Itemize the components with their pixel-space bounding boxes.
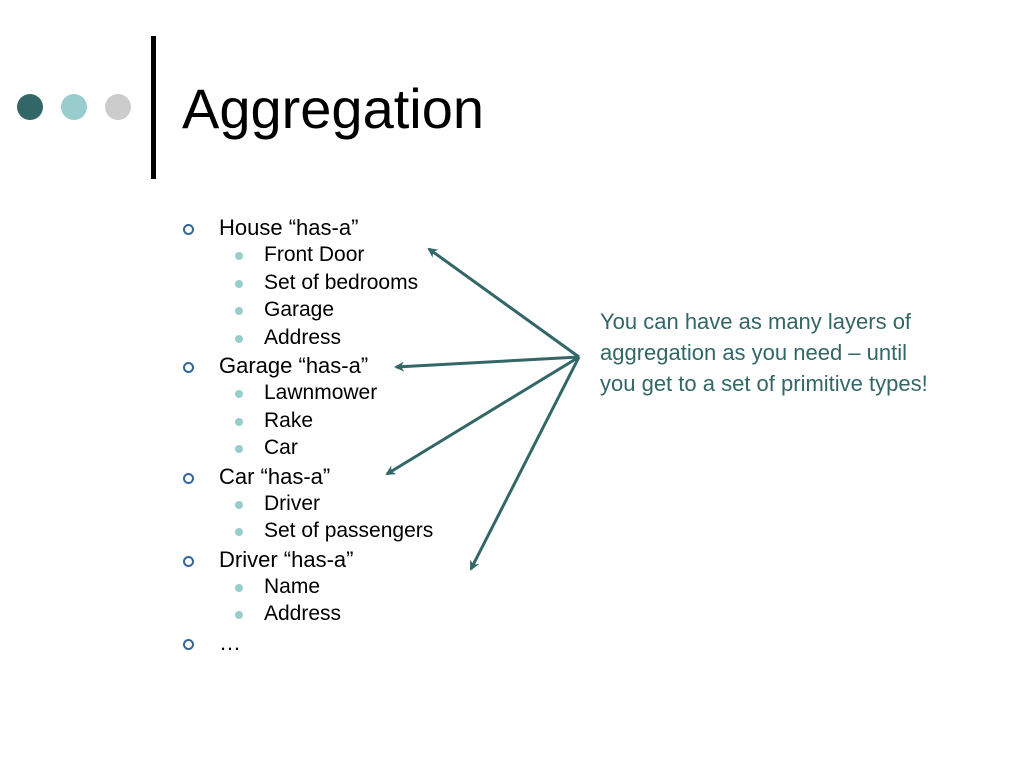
outline-sub-item: Set of passengers [264, 519, 434, 542]
outline-main-item: … [219, 629, 241, 655]
aggregation-note: You can have as many layers of aggregati… [600, 309, 928, 396]
outline-sub-bullet-icon [235, 611, 243, 619]
outline-sub-item: Driver [264, 491, 320, 515]
title-divider [151, 36, 156, 179]
outline-sub-item: Car [264, 436, 298, 459]
outline-sub-bullet-icon [235, 417, 243, 426]
arrow-to-driver [469, 356, 581, 571]
arrow-to-car [385, 355, 580, 476]
outline-sub-bullet-icon [235, 390, 243, 398]
outline-main-bullet-icon [183, 224, 194, 235]
gray-dot-icon [105, 94, 131, 120]
outline-sub-item: Name [264, 574, 321, 598]
arrow-to-house-items [427, 247, 580, 359]
outline-main-item: Driver “has-a” [219, 546, 354, 572]
slide-title: Aggregation [182, 77, 485, 140]
outline-sub-bullet-icon [235, 334, 243, 343]
outline-main-bullet-icon [183, 362, 194, 373]
outline-main-bullet-icon [183, 555, 194, 567]
arrow-to-garage [394, 355, 580, 372]
outline-sub-item: Lawnmower [264, 381, 378, 404]
outline-sub-bullet-icon [235, 279, 243, 288]
outline-sub-item: Front Door [264, 243, 365, 266]
light-teal-dot-icon [61, 94, 87, 120]
outline-sub-bullet-icon [235, 445, 243, 453]
outline-sub-item: Set of bedrooms [264, 270, 419, 294]
outline-main-bullet-icon [183, 472, 194, 484]
outline-main-bullet-icon [183, 638, 194, 650]
outline-sub-item: Address [264, 325, 342, 349]
outline-sub-bullet-icon [235, 500, 243, 509]
outline-main-item: Car “has-a” [219, 463, 331, 489]
outline-sub-item: Garage [264, 298, 335, 321]
outline-main-item: House “has-a” [219, 215, 359, 240]
outline-sub-bullet-icon [235, 528, 243, 536]
outline-sub-bullet-icon [235, 583, 243, 592]
outline-sub-bullet-icon [235, 252, 243, 260]
outline-sub-item: Address [264, 602, 342, 625]
outline-main-item: Garage “has-a” [219, 353, 369, 378]
dark-teal-dot-icon [17, 94, 43, 120]
outline-sub-item: Rake [264, 408, 314, 432]
outline-sub-bullet-icon [235, 307, 243, 315]
